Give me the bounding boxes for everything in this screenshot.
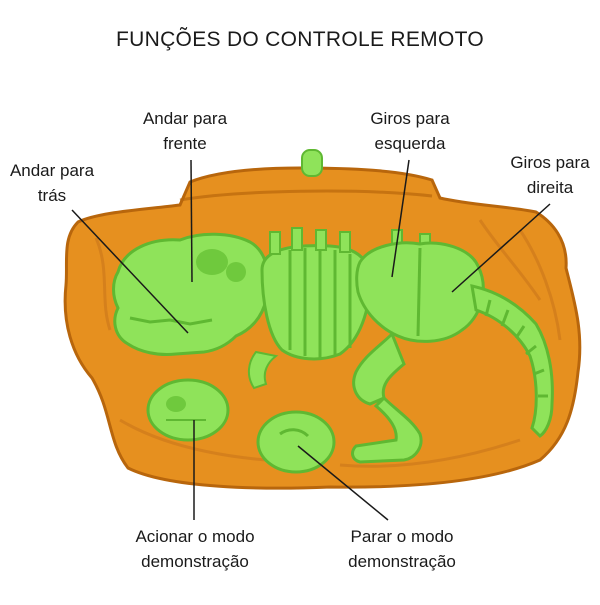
arm-bones: [248, 350, 279, 390]
label-walk-backward: Andar para trás: [0, 158, 104, 208]
diagram-title: FUNÇÕES DO CONTROLE REMOTO: [116, 28, 484, 51]
label-walk-backward-line1: Andar para: [9, 161, 95, 180]
skull-button[interactable]: [112, 232, 271, 356]
leg-bones: [351, 331, 423, 464]
label-demo-on-line2: demonstração: [141, 552, 249, 571]
label-demo-off: Parar o modo demonstração: [322, 524, 482, 574]
label-turn-left-line1: Giros para: [370, 109, 450, 128]
leader-turn-right: [451, 203, 551, 293]
label-demo-off-line1: Parar o modo: [350, 527, 454, 546]
label-demo-off-line2: demonstração: [348, 552, 456, 571]
label-walk-forward-line2: frente: [163, 134, 207, 153]
leader-lines: [71, 159, 551, 521]
label-walk-backward-line2: trás: [37, 186, 67, 205]
label-demo-on: Acionar o modo demonstração: [110, 524, 280, 574]
label-walk-forward-line1: Andar para: [142, 109, 228, 128]
leader-demo-off: [297, 445, 389, 521]
pelvis-buttons[interactable]: [355, 241, 485, 343]
label-turn-left-line2: esquerda: [374, 134, 446, 153]
label-turn-right-line1: Giros para: [510, 153, 590, 172]
label-turn-right: Giros para direita: [500, 150, 600, 200]
antenna: [301, 149, 323, 177]
ribcage: [260, 227, 431, 361]
demo-off-button[interactable]: [256, 410, 336, 474]
leader-forward: [190, 159, 193, 283]
label-turn-left: Giros para esquerda: [345, 106, 475, 156]
leader-backward: [71, 209, 189, 334]
demo-on-button[interactable]: [146, 378, 230, 442]
leader-turn-left: [391, 159, 410, 278]
label-walk-forward: Andar para frente: [120, 106, 250, 156]
tail-bones: [470, 284, 554, 438]
label-demo-on-line1: Acionar o modo: [135, 527, 255, 546]
label-turn-right-line2: direita: [526, 178, 574, 197]
